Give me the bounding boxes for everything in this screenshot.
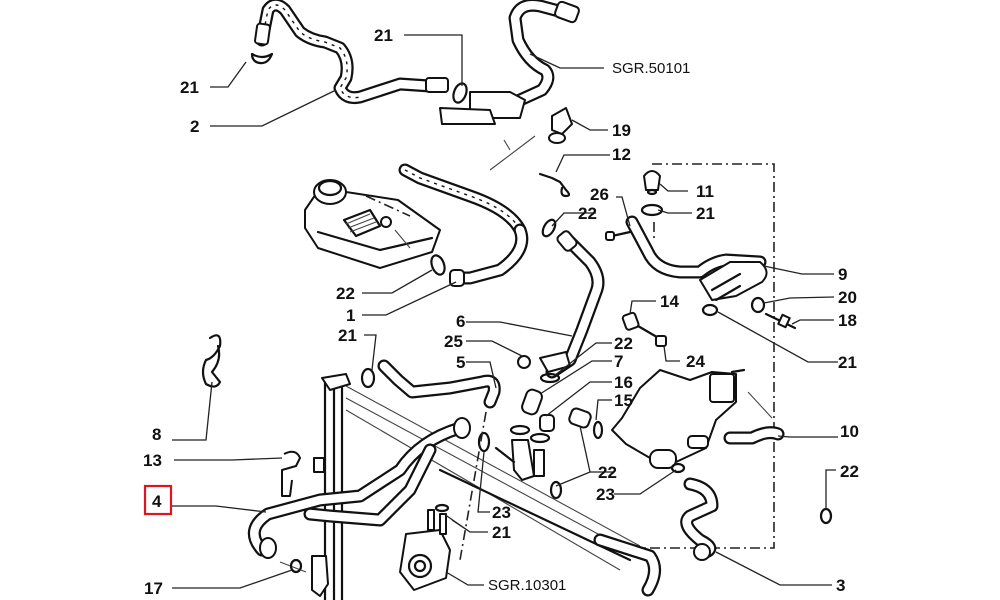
callout-23[interactable]: 23 [596, 485, 615, 504]
callout-labels: 21 21 2 SGR.50101 19 12 11 26 22 21 22 1… [143, 26, 859, 598]
highlight-box-part-4 [143, 484, 173, 516]
callout-26[interactable]: 26 [590, 185, 609, 204]
callout-13[interactable]: 13 [143, 451, 162, 470]
callout-22[interactable]: 22 [578, 204, 597, 223]
leader-lines [172, 34, 838, 589]
callout-21[interactable]: 21 [338, 326, 357, 345]
braided-hose-part-2[interactable] [254, 0, 449, 105]
clamp-21-d[interactable] [701, 303, 719, 317]
callout-21[interactable]: 21 [838, 353, 857, 372]
clamp-22-a[interactable] [540, 218, 558, 239]
bleed-valve-part-19[interactable] [548, 107, 573, 144]
bolt-part-24[interactable] [636, 324, 667, 347]
callout-4[interactable]: 4 [152, 492, 162, 511]
callout-22[interactable]: 22 [336, 284, 355, 303]
o-ring-17[interactable] [289, 558, 303, 574]
plug-part-16[interactable] [539, 414, 555, 432]
braided-hose-upper[interactable] [398, 163, 529, 287]
radiator [321, 373, 661, 600]
connector-part-15[interactable] [568, 407, 604, 440]
callout-21[interactable]: 21 [492, 523, 511, 542]
clamp-21-c[interactable] [640, 203, 664, 217]
bracket-part-8[interactable] [201, 334, 222, 388]
bracket-part-13[interactable] [281, 450, 301, 497]
callout-2[interactable]: 2 [190, 117, 199, 136]
callout-23[interactable]: 23 [492, 503, 511, 522]
callout-sgr-50101[interactable]: SGR.50101 [612, 60, 690, 77]
callout-19[interactable]: 19 [612, 121, 631, 140]
fitting-assembly[interactable] [494, 424, 551, 481]
cap-part-11[interactable] [643, 170, 661, 196]
callout-7[interactable]: 7 [614, 352, 623, 371]
pipe-assembly-part-9[interactable] [625, 215, 768, 302]
callout-17[interactable]: 17 [144, 579, 163, 598]
clamp-22-e[interactable] [819, 507, 833, 525]
callout-12[interactable]: 12 [612, 145, 631, 164]
clamp-21-f[interactable] [434, 503, 450, 513]
callout-16[interactable]: 16 [614, 373, 633, 392]
callout-11[interactable]: 11 [696, 182, 714, 201]
callout-15[interactable]: 15 [614, 391, 633, 410]
callout-1[interactable]: 1 [346, 306, 355, 325]
callout-3[interactable]: 3 [836, 576, 845, 595]
callout-22[interactable]: 22 [840, 462, 859, 481]
radiator-hose-part-4[interactable] [247, 417, 471, 559]
callout-6[interactable]: 6 [456, 312, 465, 331]
hose-part-7[interactable] [520, 388, 543, 416]
clamp-21-e[interactable] [360, 367, 376, 389]
metal-pipe-part-6[interactable] [539, 230, 605, 379]
spring-clip-part-12[interactable] [538, 172, 571, 198]
bolt-part-26[interactable] [605, 230, 632, 241]
o-ring-23-b[interactable] [670, 462, 686, 474]
hose-part-5[interactable] [377, 359, 501, 409]
pipe-sgr-50101[interactable] [439, 0, 580, 125]
hose-part-10[interactable] [723, 426, 785, 445]
callout-25[interactable]: 25 [444, 332, 463, 351]
callout-21[interactable]: 21 [180, 78, 199, 97]
nut-part-25[interactable] [517, 355, 531, 369]
callout-5[interactable]: 5 [456, 353, 465, 372]
clamp-22-b[interactable] [429, 254, 447, 277]
callout-9[interactable]: 9 [838, 265, 847, 284]
callout-21[interactable]: 21 [374, 26, 393, 45]
expansion-tank[interactable] [304, 179, 441, 269]
callout-14[interactable]: 14 [660, 292, 679, 311]
callout-10[interactable]: 10 [840, 422, 859, 441]
spacer-part-14[interactable] [621, 311, 640, 331]
callout-24[interactable]: 24 [686, 352, 705, 371]
stud-part-18[interactable] [764, 312, 797, 330]
hose-part-3[interactable] [680, 477, 719, 561]
o-ring-23-a[interactable] [477, 431, 491, 453]
callout-sgr-10301[interactable]: SGR.10301 [488, 577, 566, 594]
radiator-mount [313, 457, 325, 473]
callout-8[interactable]: 8 [152, 425, 161, 444]
callout-22[interactable]: 22 [614, 334, 633, 353]
clamp-21-b[interactable] [451, 82, 469, 105]
callout-20[interactable]: 20 [838, 288, 857, 307]
lower-bracket [311, 555, 329, 597]
callout-18[interactable]: 18 [838, 311, 857, 330]
callout-21[interactable]: 21 [696, 204, 715, 223]
clamp-22-d[interactable] [549, 480, 563, 500]
clamp-22-c[interactable] [539, 372, 561, 384]
oil-cooler-sgr-10301[interactable] [399, 509, 451, 591]
callout-22[interactable]: 22 [598, 463, 617, 482]
thermostat-housing[interactable] [611, 368, 746, 469]
washer-part-20[interactable] [750, 296, 766, 314]
clamp-21-a[interactable] [250, 52, 274, 65]
